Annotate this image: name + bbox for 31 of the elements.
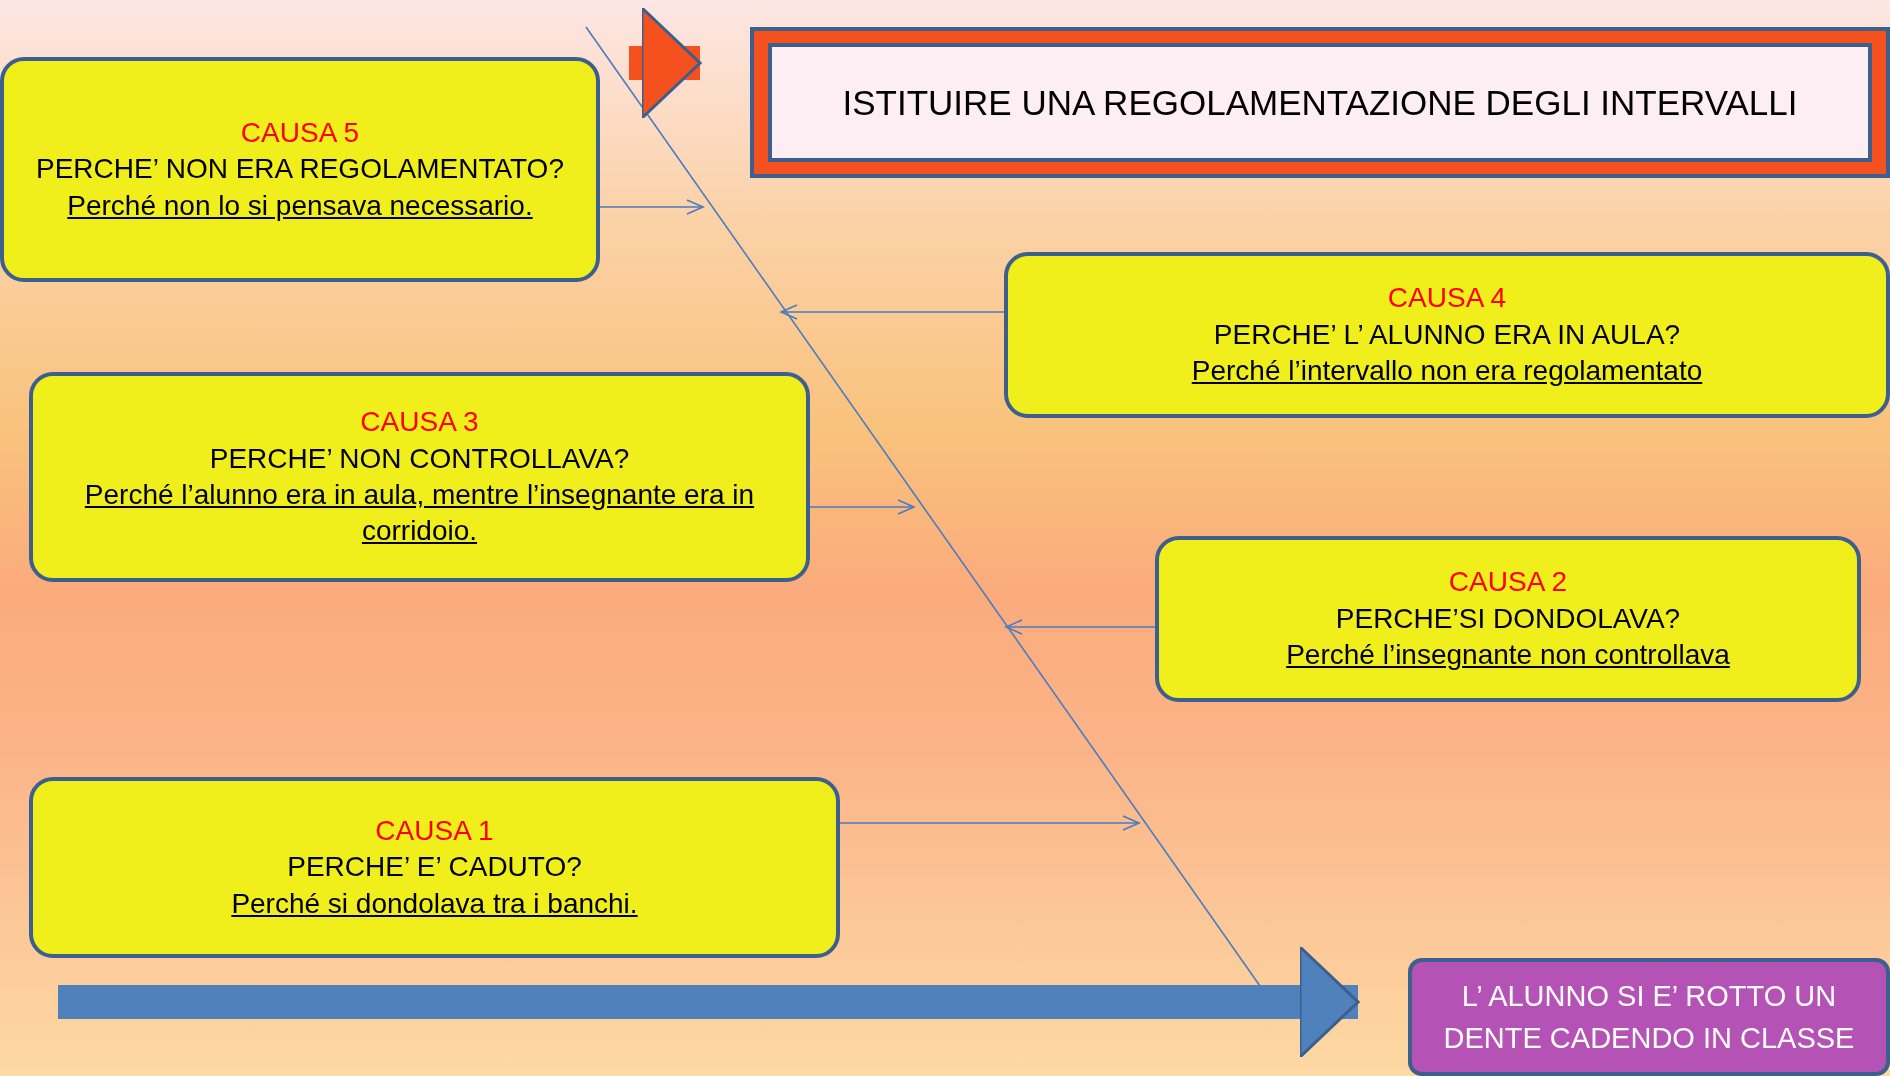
question-text: PERCHE’ NON ERA REGOLAMENTATO? xyxy=(36,152,564,187)
arrow xyxy=(780,304,1005,320)
block-arrow xyxy=(629,6,702,120)
heading-text: L’ ALUNNO SI E’ ROTTO UN DENTE CADENDO IN CLASSE xyxy=(1442,978,1856,1056)
effect-box xyxy=(1408,958,1890,1076)
cause-box xyxy=(29,372,810,582)
answer-text: Perché l’alunno era in aula, mentre l’insegnante era in corridoio. xyxy=(83,478,756,549)
heading-text: ISTITUIRE UNA REGOLAMENTAZIONE DEGLI INTERVALLI xyxy=(842,81,1798,124)
arrow xyxy=(599,199,704,215)
arrow xyxy=(809,499,915,515)
solution-box xyxy=(750,27,1890,178)
cause-label: CAUSA 5 xyxy=(240,115,360,150)
question-text: PERCHE’SI DONDOLAVA? xyxy=(1335,601,1681,636)
cause-label: CAUSA 4 xyxy=(1387,281,1507,316)
question-text: PERCHE’ E’ CADUTO? xyxy=(287,850,582,885)
arrow xyxy=(839,815,1140,831)
cause-box xyxy=(1004,252,1890,418)
cause-box xyxy=(29,777,840,958)
answer-text: Perché non lo si pensava necessario. xyxy=(67,188,533,223)
cause-label: CAUSA 1 xyxy=(375,813,494,848)
answer-text: Perché l’intervallo non era regolamentato xyxy=(1191,354,1703,389)
question-text: PERCHE’ NON CONTROLLAVA? xyxy=(209,441,630,476)
arrow xyxy=(1005,619,1156,635)
cause-label: CAUSA 3 xyxy=(360,405,479,440)
cause-box xyxy=(0,57,600,282)
block-arrow xyxy=(58,945,1360,1059)
cause-box xyxy=(1155,536,1861,702)
question-text: PERCHE’ L’ ALUNNO ERA IN AULA? xyxy=(1213,317,1681,352)
cause-label: CAUSA 2 xyxy=(1448,565,1568,600)
answer-text: Perché l’insegnante non controllava xyxy=(1286,638,1730,673)
answer-text: Perché si dondolava tra i banchi. xyxy=(231,886,638,921)
